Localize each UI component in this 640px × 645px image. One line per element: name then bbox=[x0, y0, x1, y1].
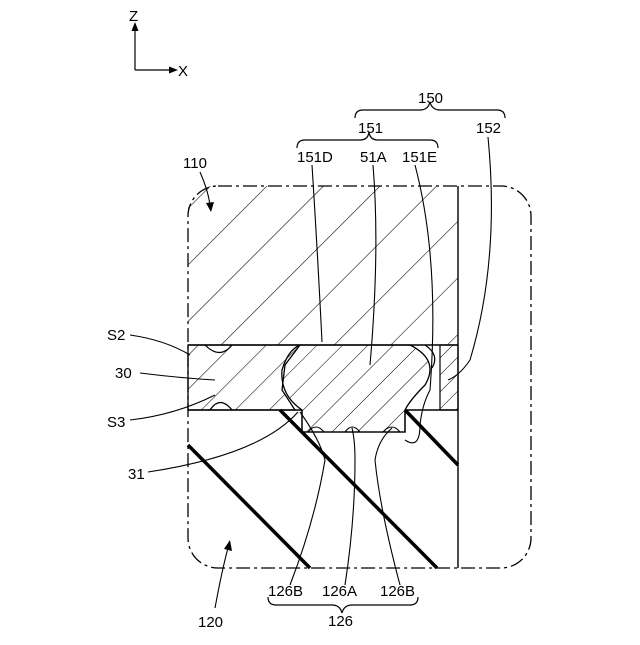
label-126B-left: 126B bbox=[268, 583, 303, 600]
label-S3: S3 bbox=[107, 414, 125, 431]
label-151: 151 bbox=[358, 120, 383, 137]
label-150: 150 bbox=[418, 90, 443, 107]
label-151E: 151E bbox=[402, 149, 437, 166]
label-126B-right: 126B bbox=[380, 583, 415, 600]
arrow-120 bbox=[215, 540, 232, 608]
member-110 bbox=[188, 186, 458, 345]
label-31: 31 bbox=[128, 466, 145, 483]
label-126: 126 bbox=[328, 613, 353, 630]
member-151 bbox=[282, 345, 430, 432]
label-126A: 126A bbox=[322, 583, 357, 600]
axis-indicator: Z X bbox=[129, 8, 188, 80]
axis-x-label: X bbox=[178, 63, 188, 80]
label-152: 152 bbox=[476, 120, 501, 137]
label-S2: S2 bbox=[107, 327, 125, 344]
label-30: 30 bbox=[115, 365, 132, 382]
label-151D: 151D bbox=[297, 149, 333, 166]
label-110: 110 bbox=[183, 155, 207, 172]
label-51A: 51A bbox=[360, 149, 387, 166]
axis-z-label: Z bbox=[129, 8, 138, 25]
label-120: 120 bbox=[198, 614, 223, 631]
member-152 bbox=[440, 345, 458, 410]
